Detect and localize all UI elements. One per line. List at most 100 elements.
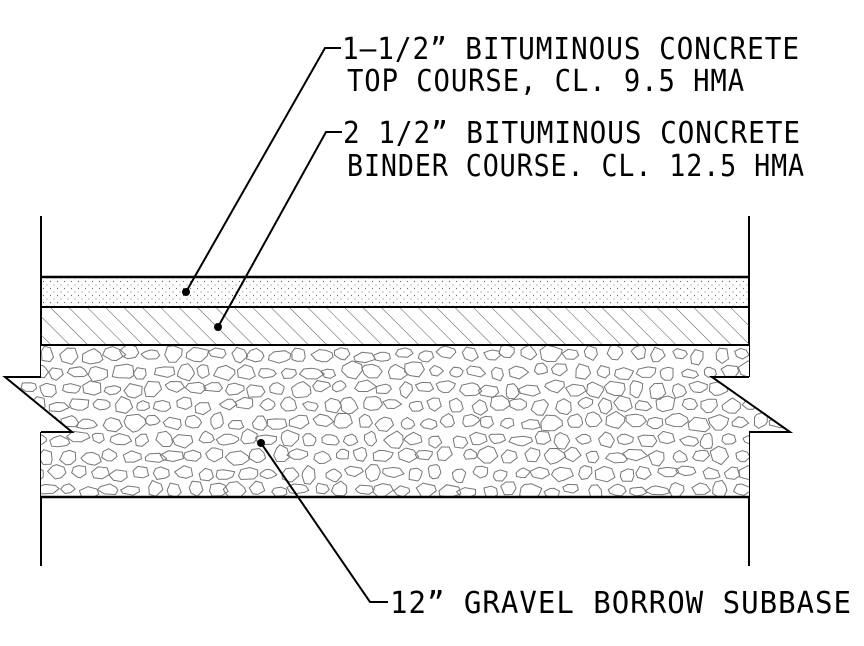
gravel-stone — [280, 429, 300, 447]
gravel-stone — [687, 416, 711, 433]
gravel-stone — [132, 367, 147, 380]
gravel-stone — [629, 380, 644, 399]
left-break-line — [2, 376, 75, 433]
gravel-stone — [414, 449, 433, 461]
gravel-stone — [403, 431, 423, 446]
gravel-stone — [702, 466, 721, 480]
gravel-stone — [203, 382, 224, 393]
gravel-stone — [598, 431, 615, 449]
gravel-stone — [103, 385, 122, 396]
gravel-stone — [48, 401, 71, 413]
gravel-stone — [427, 463, 442, 480]
gravel-stone — [508, 365, 530, 380]
gravel-stone — [754, 384, 775, 398]
gravel-stone — [657, 466, 680, 478]
gravel-stone — [567, 413, 584, 428]
gravel-stone — [543, 487, 561, 497]
gravel-stone — [644, 485, 671, 496]
gravel-stone — [563, 446, 582, 463]
gravel-stone — [426, 397, 442, 412]
gravel-stone — [382, 399, 403, 410]
gravel-stone — [332, 380, 347, 393]
gravel-stone — [136, 400, 150, 411]
binder-course-label-line1: 2 1/2” BITUMINOUS CONCRETE — [343, 116, 801, 151]
top-course-leader-dot — [182, 288, 190, 296]
gravel-stone — [659, 366, 674, 381]
gravel-stone — [352, 446, 368, 462]
gravel-stone — [215, 433, 240, 446]
gravel-stone — [5, 467, 23, 484]
gravel-stone — [5, 480, 14, 497]
gravel-stone — [753, 346, 776, 362]
gravel-stone — [66, 366, 89, 378]
gravel-stone — [715, 347, 730, 365]
gravel-stone — [184, 381, 207, 395]
gravel-stone — [12, 450, 37, 466]
gravel-stone — [688, 380, 708, 394]
gravel-stone — [80, 451, 102, 466]
gravel-stone — [81, 348, 104, 365]
gravel-stone — [286, 483, 310, 495]
gravel-stone — [672, 348, 689, 360]
gravel-stone — [417, 350, 435, 363]
gravel-stone — [251, 415, 268, 431]
gravel-stone — [20, 382, 38, 393]
gravel-stone — [586, 381, 605, 399]
right-break-line — [708, 376, 794, 433]
gravel-stone — [248, 480, 266, 495]
gravel-stone — [310, 348, 334, 363]
gravel-stone — [550, 466, 575, 483]
gravel-stone — [227, 419, 245, 430]
gravel-stone — [408, 467, 423, 482]
gravel-stone — [723, 466, 741, 480]
gravel-stone — [466, 365, 487, 378]
gravel-stone — [646, 416, 664, 430]
gravel-stone — [762, 469, 781, 482]
gravel-stone — [198, 430, 215, 444]
gravel-stone — [533, 362, 549, 375]
gravel-stone — [132, 465, 150, 479]
gravel-stone — [562, 483, 579, 494]
gravel-stone — [267, 350, 292, 364]
gravel-stone — [671, 383, 687, 399]
gravel-stone — [96, 483, 119, 496]
subbase-label: 12” GRAVEL BORROW SUBBASE — [390, 586, 852, 621]
gravel-stone — [681, 397, 699, 411]
gravel-stone — [68, 398, 90, 411]
gravel-stone — [452, 435, 469, 449]
gravel-stone — [279, 396, 298, 412]
gravel-stone — [681, 368, 700, 379]
gravel-stone — [60, 415, 80, 428]
gravel-stone — [155, 430, 174, 447]
gravel-stone — [596, 365, 611, 379]
gravel-stone — [668, 482, 685, 497]
gravel-stone — [498, 345, 515, 359]
gravel-stone — [509, 398, 528, 411]
gravel-stone — [108, 469, 128, 483]
gravel-stone — [574, 433, 592, 445]
gravel-stone — [259, 468, 278, 480]
gravel-stone — [231, 346, 249, 364]
gravel-stone — [529, 466, 551, 480]
gravel-stone — [583, 345, 598, 362]
gravel-stone — [607, 483, 627, 497]
gravel-stone — [5, 348, 13, 362]
gravel-stone — [489, 395, 511, 411]
gravel-stone — [625, 413, 648, 428]
gravel-stone — [240, 428, 258, 445]
gravel-stone — [358, 413, 374, 428]
gravel-stone — [492, 469, 508, 482]
gravel-stone — [375, 383, 393, 394]
gravel-stone — [483, 485, 499, 497]
gravel-stone — [603, 380, 626, 397]
gravel-stone — [109, 432, 133, 446]
gravel-stone — [143, 380, 163, 398]
gravel-stone — [46, 464, 67, 480]
gravel-stone — [312, 413, 335, 428]
gravel-stone — [18, 345, 35, 362]
gravel-stone — [439, 412, 455, 428]
gravel-stone — [472, 465, 489, 479]
gravel-stone — [772, 481, 790, 497]
gravel-stone — [145, 414, 161, 426]
